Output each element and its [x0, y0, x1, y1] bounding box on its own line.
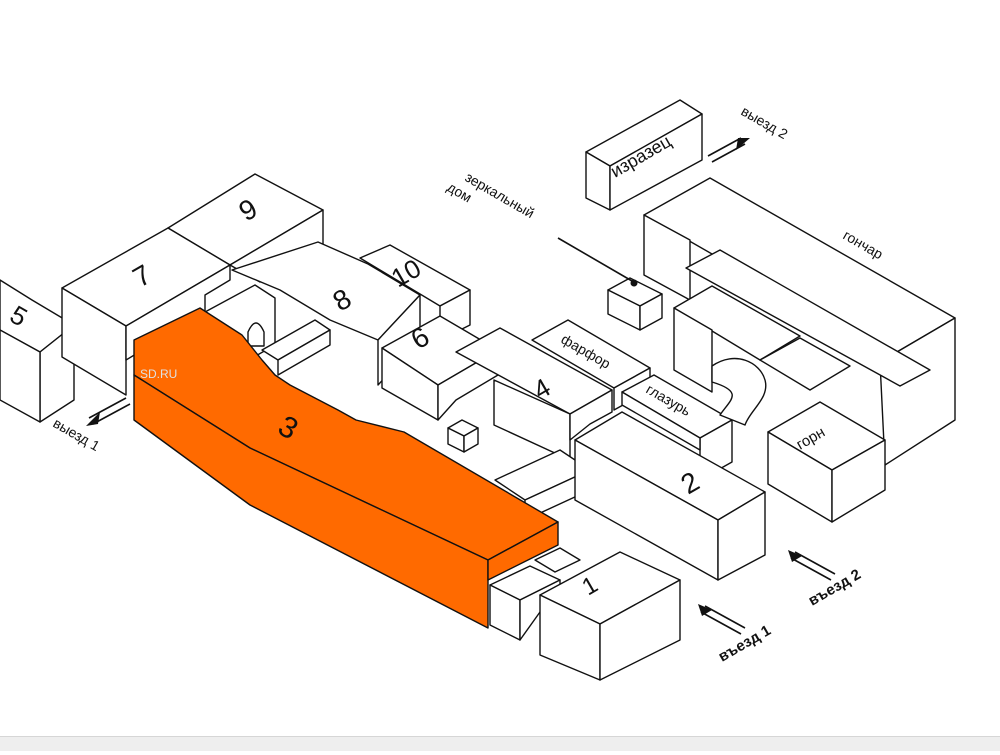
small-cube: [447, 419, 479, 453]
bottom-edge: [0, 736, 1000, 751]
building-gorn[interactable]: [767, 401, 886, 523]
building-1[interactable]: [539, 551, 681, 681]
arrow-vyezd-1: [86, 397, 131, 426]
building-glazur[interactable]: [621, 374, 733, 481]
building-3[interactable]: [133, 307, 559, 629]
vezd-2-label: въезд 2: [806, 566, 864, 610]
mirror-house-label-1: зеркальный: [463, 169, 538, 221]
building-mirror-house[interactable]: [607, 277, 663, 331]
watermark: SD.RU: [140, 367, 177, 381]
building-5[interactable]: [0, 279, 75, 423]
building-gonchar[interactable]: [643, 177, 956, 466]
mirror-house-pointer: [557, 237, 633, 282]
mirror-house-marker: [630, 279, 638, 287]
arrow-vezd-2: [788, 550, 836, 581]
building-izrazets[interactable]: [585, 99, 703, 211]
building-2[interactable]: [574, 411, 766, 581]
building-6[interactable]: [381, 315, 499, 421]
vyezd-2-label: выезд 2: [739, 103, 791, 142]
arrow-vezd-1: [698, 604, 746, 635]
building-4[interactable]: [455, 327, 613, 461]
arrow-vyezd-2: [707, 137, 750, 163]
